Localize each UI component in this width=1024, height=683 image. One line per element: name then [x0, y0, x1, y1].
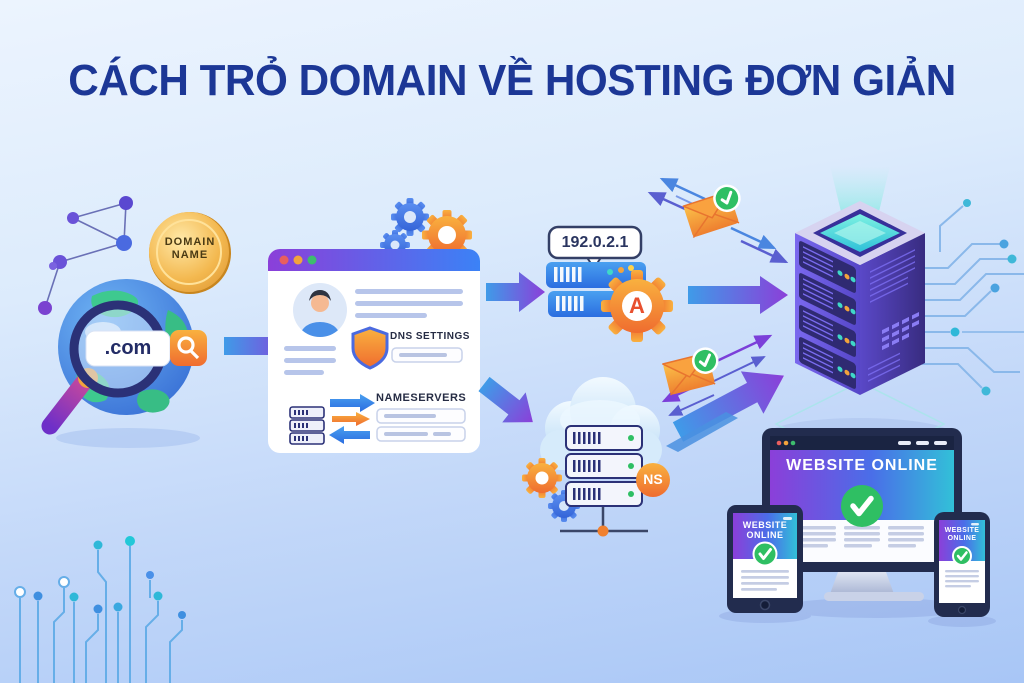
nameservers-label: NAMESERVERS [376, 392, 467, 404]
node-constellation [38, 196, 133, 315]
a-record-gear [601, 270, 673, 342]
ip-callout [547, 225, 643, 260]
green-checkmark [692, 347, 719, 374]
arrow-to-a-record [486, 272, 545, 312]
a-record-letter: A [629, 293, 645, 318]
arrow-ns-right [330, 394, 375, 412]
circuit-traces-bottom-left [14, 536, 186, 683]
green-checkmark [952, 546, 972, 566]
security-shield-icon [351, 326, 389, 370]
tower-left-face [795, 232, 860, 395]
green-checkmark [752, 541, 778, 567]
a-record-server [546, 225, 673, 342]
globe-shadow [56, 428, 200, 448]
settings-gears [380, 198, 472, 260]
domain-coin-label: DOMAIN NAME [164, 236, 216, 261]
diagonal-stripe [666, 412, 738, 452]
phone-status: WEBSITE ONLINE [944, 527, 980, 543]
monitor-status: WEBSITE ONLINE [786, 457, 938, 474]
monitor [762, 428, 962, 601]
green-checkmark [713, 184, 741, 213]
green-checkmark [841, 485, 883, 527]
home-button [759, 599, 771, 611]
tablet [727, 505, 803, 613]
arrow-cloud-to-tower [672, 371, 784, 442]
envelope-delivered-bottom [662, 347, 719, 396]
search-icon [177, 336, 200, 360]
ns-badge [636, 463, 670, 497]
ip-address-callout: 192.0.2.1 [561, 234, 629, 251]
window-dots [279, 255, 317, 265]
dns-settings-label: DNS SETTINGS [390, 331, 470, 342]
domain-search-bar [85, 330, 207, 367]
arrow-ns-orange [332, 412, 370, 426]
dns-settings-window [268, 249, 480, 453]
domain-search-value: .com [104, 337, 152, 359]
nameserver-stack [560, 425, 670, 537]
phone [934, 512, 990, 617]
page-title: CÁCH TRỎ DOMAIN VỀ HOSTING ĐƠN GIẢN [68, 56, 956, 105]
text-lines [284, 289, 463, 375]
arrow-to-cloud [478, 376, 533, 423]
nameserver-rows [289, 406, 325, 445]
arrow-to-tower [688, 276, 788, 314]
cloud-gear-orange [522, 458, 562, 498]
arrow-ns-left [329, 426, 370, 444]
tower-right-face [860, 233, 925, 395]
tablet-status: WEBSITE ONLINE [742, 520, 788, 541]
ns-badge-label: NS [643, 471, 663, 487]
envelope-delivered-top [682, 184, 741, 239]
user-avatar [293, 283, 347, 337]
ns-inputs [376, 408, 466, 442]
home-button [957, 605, 967, 615]
domain-name-coin [149, 212, 231, 294]
